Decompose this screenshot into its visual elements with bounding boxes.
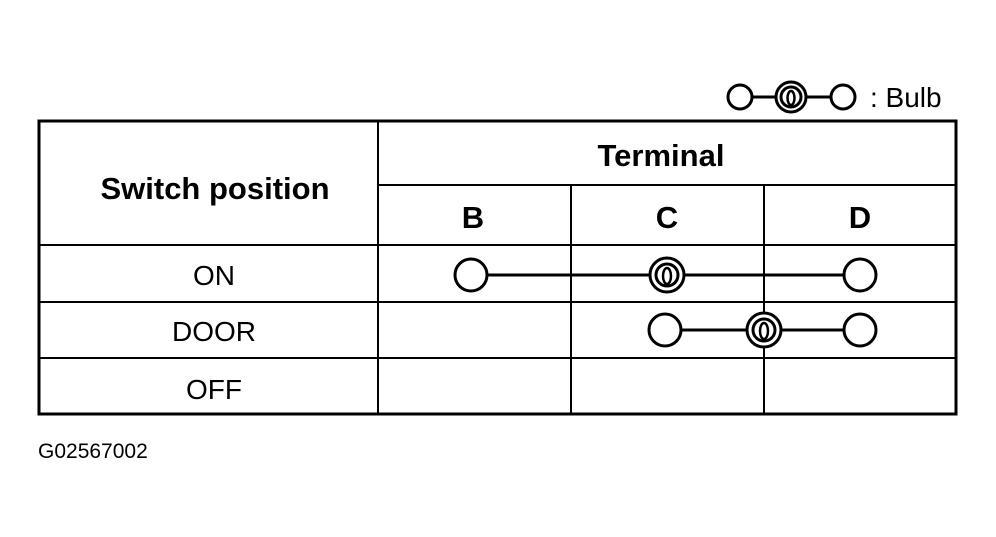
row-label-on: ON: [193, 260, 235, 291]
figure-id: G02567002: [38, 440, 148, 463]
bulb-icon: [648, 256, 686, 294]
terminal-b-label: B: [462, 200, 484, 235]
terminal-d-label: D: [849, 200, 871, 235]
terminal-b-node: [453, 257, 489, 293]
row-label-off: OFF: [186, 374, 242, 405]
terminal-d-node: [842, 312, 878, 348]
legend-label: : Bulb: [870, 82, 942, 113]
switch-position-header: Switch position: [100, 171, 329, 206]
terminal-header: Terminal: [598, 138, 725, 173]
terminal-d-node: [842, 257, 878, 293]
terminal-c-label: C: [656, 200, 678, 235]
table-grid: [37, 119, 958, 416]
row-label-door: DOOR: [172, 316, 256, 347]
bulb-icon: [726, 80, 857, 114]
bulb-icon: [745, 311, 783, 349]
door-row-connection: [647, 311, 878, 349]
on-row-connection: [453, 256, 878, 294]
legend: : Bulb: [726, 80, 942, 114]
terminal-c-node: [647, 312, 683, 348]
